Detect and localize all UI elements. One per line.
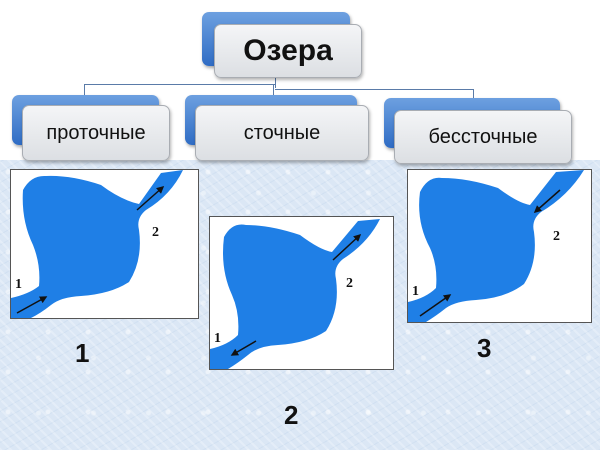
outflow-arrow xyxy=(332,233,362,261)
outflow-arrow xyxy=(136,186,165,211)
root-label: Озера xyxy=(214,24,362,78)
inflow-arrow xyxy=(533,189,561,213)
lake-water xyxy=(210,219,380,369)
category-node-draining: сточные xyxy=(185,95,370,163)
category-label: проточные xyxy=(22,105,170,161)
lake-panel-3: 1 2 xyxy=(407,169,592,323)
category-node-endorheic: бессточные xyxy=(384,98,574,166)
outflow-arrow xyxy=(230,340,257,356)
root-node: Озера xyxy=(202,12,362,78)
connector-drop-3 xyxy=(473,89,474,101)
inflow-arrow xyxy=(16,296,48,314)
connector-root-stem xyxy=(275,76,276,88)
connector-drop-2 xyxy=(273,84,274,100)
label-1: 1 xyxy=(412,284,419,299)
lake-panel-2: 1 2 xyxy=(209,216,394,370)
panel-caption-1: 1 xyxy=(75,338,90,368)
inflow-arrow xyxy=(419,294,452,317)
label-2: 2 xyxy=(553,229,560,244)
label-1: 1 xyxy=(15,277,22,292)
category-label: сточные xyxy=(195,105,369,161)
connector-drop-1 xyxy=(84,84,85,98)
panel-caption-3: 3 xyxy=(477,333,492,363)
label-1: 1 xyxy=(214,331,221,346)
connector-horizontal-left xyxy=(84,84,276,85)
connector-horizontal-right xyxy=(275,89,474,90)
lake-panel-1: 1 2 xyxy=(10,169,199,319)
panel-caption-2: 2 xyxy=(284,400,299,430)
category-label: бессточные xyxy=(394,110,572,164)
label-2: 2 xyxy=(152,225,159,240)
category-node-flowing: проточные xyxy=(12,95,172,163)
label-2: 2 xyxy=(346,276,353,291)
